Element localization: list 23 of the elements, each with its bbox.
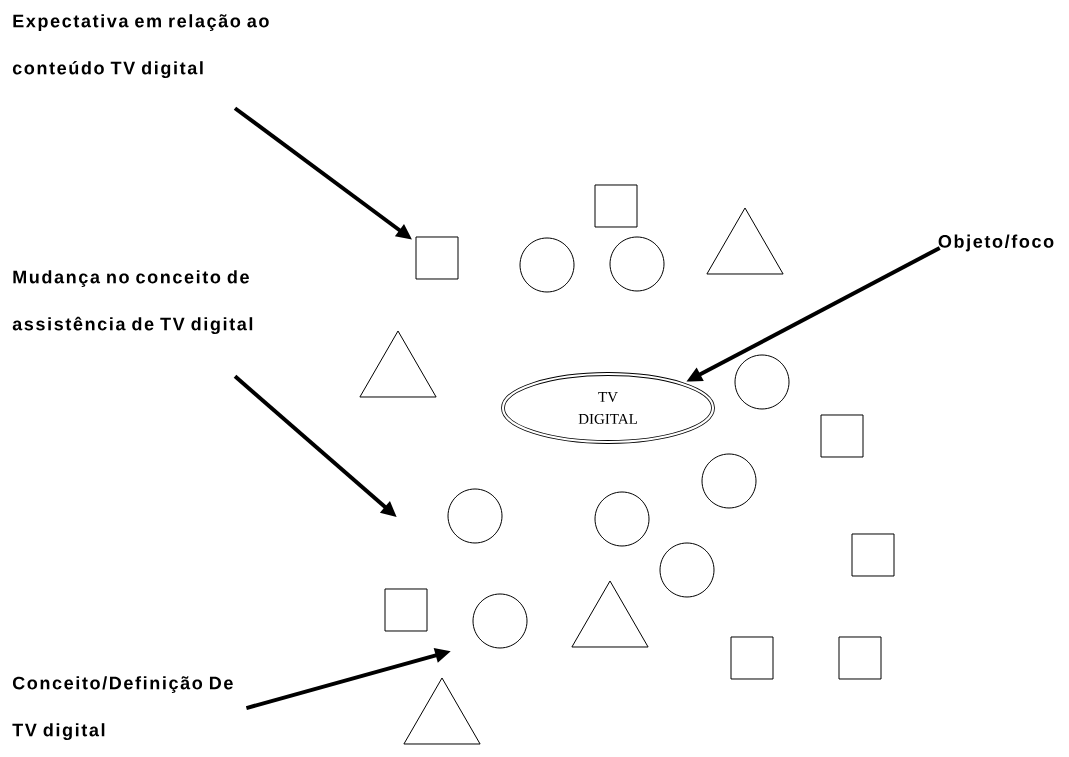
annotation-text: Mudança no conceito de assistência de TV digital: [12, 270, 253, 335]
triangle-shape: [359, 330, 437, 398]
annotation-text: Objeto/foco: [938, 234, 1054, 252]
circle-shape: [519, 237, 575, 293]
triangle-shape: [706, 207, 784, 275]
triangle-shape: [403, 677, 481, 745]
annotation-text: Conceito/Definição De TV digital: [12, 676, 233, 741]
circle-shape: [734, 354, 790, 410]
circle-shape: [447, 488, 503, 544]
triangle-shape: [571, 580, 649, 648]
annotation-text: Expectativa em relação ao conteúdo TV digital: [12, 14, 269, 79]
square-shape: [384, 588, 428, 632]
square-shape: [594, 184, 638, 228]
circle-shape: [472, 593, 528, 649]
circle-shape: [609, 236, 665, 292]
square-shape: [851, 533, 895, 577]
square-shape: [820, 414, 864, 458]
square-shape: [415, 236, 459, 280]
square-shape: [838, 636, 882, 680]
square-shape: [730, 636, 774, 680]
circle-shape: [594, 491, 650, 547]
circle-shape: [659, 542, 715, 598]
circle-shape: [701, 453, 757, 509]
